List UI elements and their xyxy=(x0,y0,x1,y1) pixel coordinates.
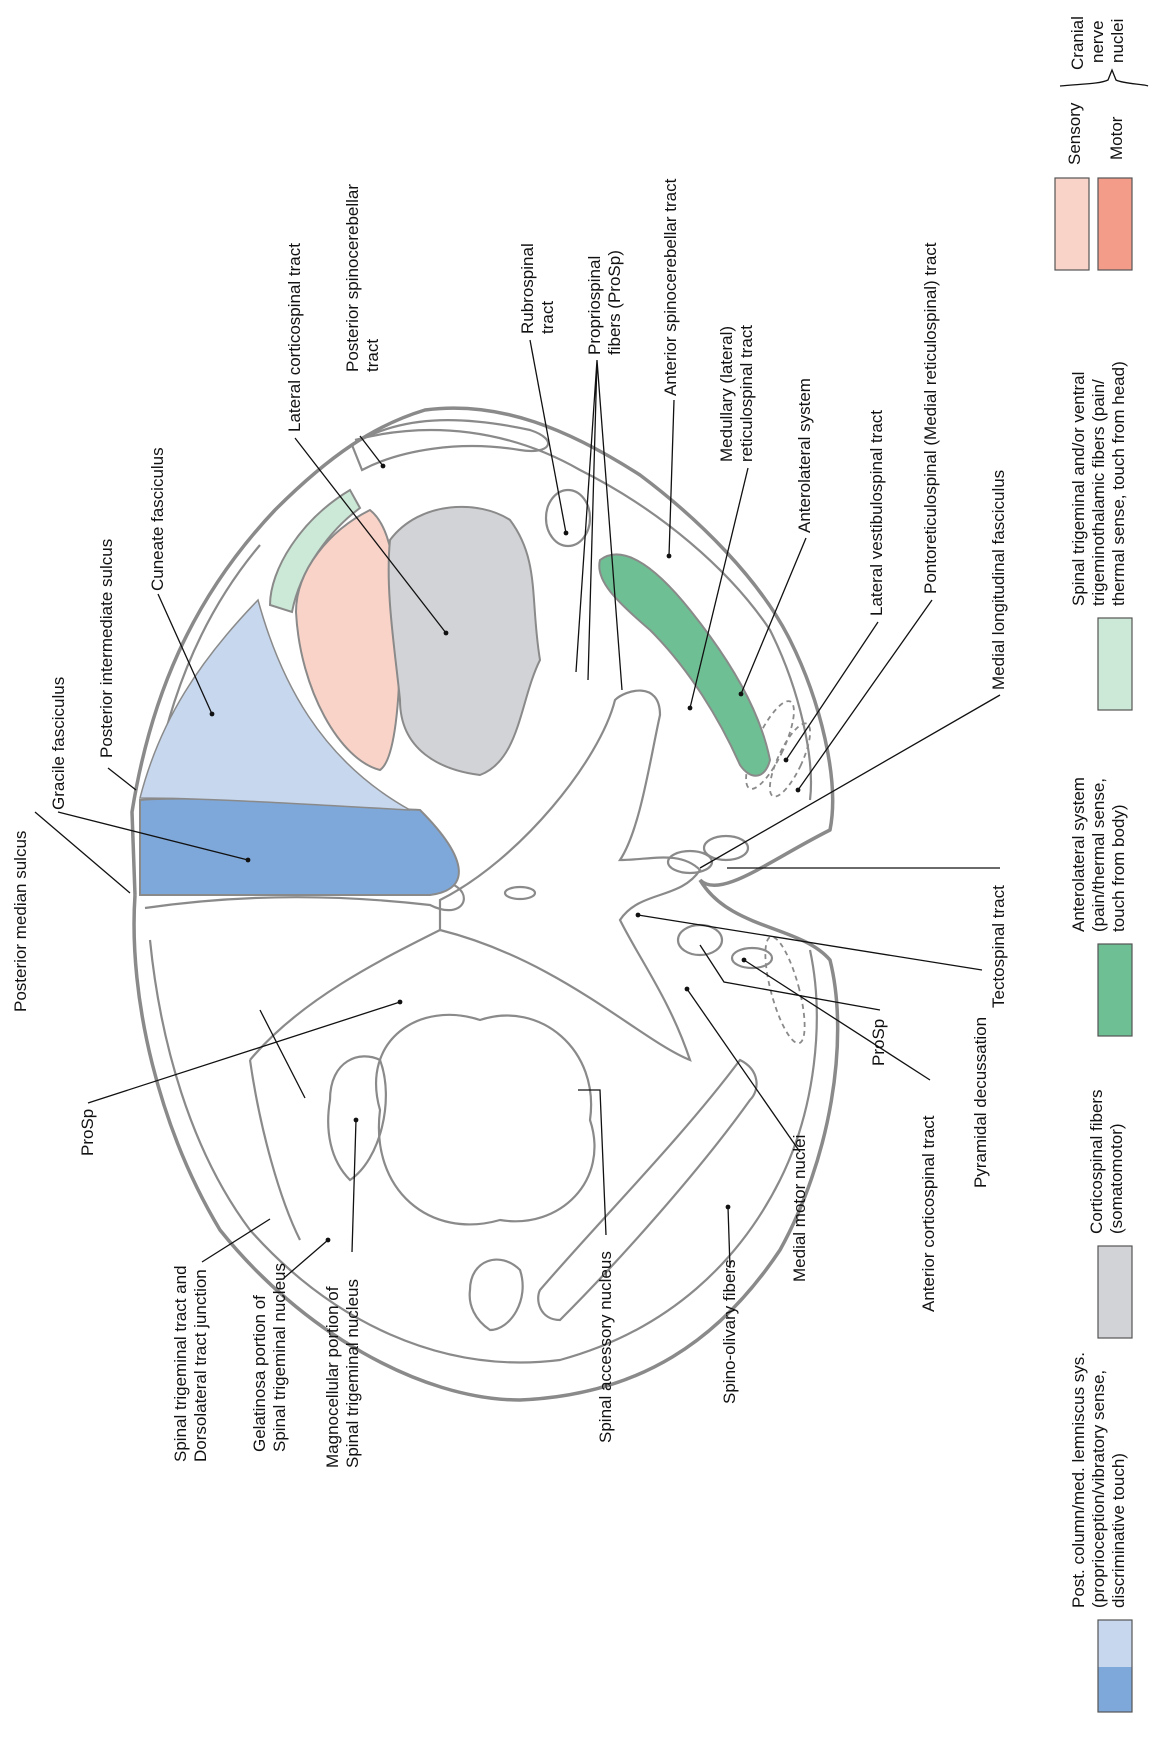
legend-anterolateral-1: Anterolateral system xyxy=(1069,777,1088,932)
lateral-corticospinal-region xyxy=(389,507,540,775)
prosp-left-band xyxy=(250,930,440,1060)
legend-postcol-2: (proprioception/vibratory sense, xyxy=(1089,1370,1108,1608)
label-propriospinal-1: Propriospinal xyxy=(585,256,604,355)
anterolateral-system-region xyxy=(599,554,770,775)
label-prosp-right: ProSp xyxy=(869,1019,888,1066)
legend-cranial-2: nerve xyxy=(1088,20,1107,63)
label-gelatinosa-1: Gelatinosa portion of xyxy=(250,1295,269,1452)
lower-gray-blob xyxy=(376,1015,594,1225)
label-tectospinal-tract: Tectospinal tract xyxy=(989,885,1008,1008)
legend-trigeminal-1: Spinal trigeminal and/or ventral xyxy=(1069,372,1088,606)
legend-postcol-3: discriminative touch) xyxy=(1109,1453,1128,1608)
gracile-fasciculus-region xyxy=(140,799,459,895)
label-gracile-fasciculus: Gracile fasciculus xyxy=(49,677,68,810)
label-medullary-reticulospinal-1: Medullary (lateral) xyxy=(717,326,736,462)
label-rubrospinal-1: Rubrospinal xyxy=(518,243,537,334)
anterior-corticospinal-oval xyxy=(678,925,722,955)
legend-swatch-trigeminal xyxy=(1098,618,1132,710)
legend-swatch-motor xyxy=(1098,178,1132,270)
legend-postcol-1: Post. column/med. lemniscus sys. xyxy=(1069,1352,1088,1608)
tectospinal-oval xyxy=(704,836,748,860)
label-medial-motor-nuclei: Medial motor nuclei xyxy=(790,1135,809,1282)
legend: Sensory Motor Cranial nerve nuclei Spina… xyxy=(1055,16,1148,1712)
label-spino-olivary-fibers: Spino-olivary fibers xyxy=(720,1259,739,1404)
label-posterior-median-sulcus: Posterior median sulcus xyxy=(11,831,30,1012)
label-gelatinosa-2: Spinal trigeminal nucleus xyxy=(270,1263,289,1452)
legend-trigeminal-2: trigeminothalamic fibers (pain/ xyxy=(1089,379,1108,606)
label-lateral-vestibulospinal-tract: Lateral vestibulospinal tract xyxy=(867,410,886,616)
label-posterior-spinocerebellar-1: Posterior spinocerebellar xyxy=(343,184,362,372)
label-pontoreticulospinal-tract: Pontoreticulospinal (Medial reticulospin… xyxy=(921,242,940,594)
lower-nucleus-b xyxy=(470,1260,523,1330)
label-anterior-spinocerebellar-tract: Anterior spinocerebellar tract xyxy=(661,178,680,396)
trigeminal-left-band xyxy=(250,1060,300,1240)
legend-cranial-3: nuclei xyxy=(1108,19,1127,63)
legend-corticospinal-2: (somatomotor) xyxy=(1107,1123,1126,1234)
legend-swatch-postcol-gracile xyxy=(1098,1667,1132,1712)
label-cuneate-fasciculus: Cuneate fasciculus xyxy=(148,447,167,591)
label-propriospinal-2: fibers (ProSp) xyxy=(605,250,624,355)
label-medullary-reticulospinal-2: reticulospinal tract xyxy=(737,325,756,462)
label-spinal-trigeminal-junction-1: Spinal trigeminal tract and xyxy=(171,1265,190,1462)
label-spinal-trigeminal-junction-2: Dorsolateral tract junction xyxy=(191,1269,210,1462)
label-pyramidal-decussation: Pyramidal decussation xyxy=(971,1017,990,1188)
label-spinal-accessory-nucleus: Spinal accessory nucleus xyxy=(596,1251,615,1443)
legend-swatch-sensory xyxy=(1055,178,1089,270)
label-magnocellular-1: Magnocellular portion of xyxy=(323,1286,342,1468)
label-magnocellular-2: Spinal trigeminal nucleus xyxy=(343,1279,362,1468)
label-posterior-spinocerebellar-2: tract xyxy=(363,339,382,372)
legend-motor: Motor xyxy=(1107,116,1126,160)
label-rubrospinal-2: tract xyxy=(538,301,557,334)
label-prosp-left: ProSp xyxy=(78,1109,97,1156)
legend-swatch-anterolateral xyxy=(1098,944,1132,1036)
label-medial-longitudinal-fasciculus: Medial longitudinal fasciculus xyxy=(989,470,1008,690)
label-anterolateral-system: Anterolateral system xyxy=(795,378,814,533)
legend-corticospinal-1: Corticospinal fibers xyxy=(1087,1089,1106,1234)
legend-anterolateral-2: (pain/thermal sense, xyxy=(1089,778,1108,932)
legend-anterolateral-3: touch from body) xyxy=(1109,804,1128,932)
legend-brace xyxy=(1060,70,1148,86)
label-anterior-corticospinal-tract: Anterior corticospinal tract xyxy=(919,1115,938,1312)
legend-swatch-postcol-cuneate xyxy=(1098,1620,1132,1667)
colored-tracts xyxy=(140,490,770,895)
rubrospinal-oval xyxy=(546,490,590,546)
legend-swatch-corticospinal xyxy=(1098,1246,1132,1338)
legend-sensory: Sensory xyxy=(1065,102,1084,165)
legend-trigeminal-3: thermal sense, touch from head) xyxy=(1109,361,1128,606)
legend-cranial-1: Cranial xyxy=(1068,16,1087,70)
central-canal xyxy=(505,887,535,899)
label-lateral-corticospinal-tract: Lateral corticospinal tract xyxy=(285,243,304,432)
label-posterior-intermediate-sulcus: Posterior intermediate sulcus xyxy=(97,539,116,758)
